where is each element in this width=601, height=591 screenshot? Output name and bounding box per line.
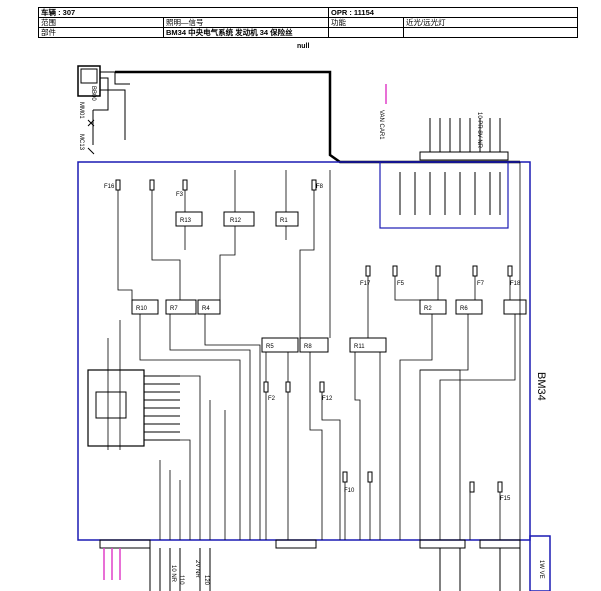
module-label: BM34 — [535, 372, 547, 401]
bus-label: VAN CAR1 — [378, 110, 384, 140]
fuse-f8-label: F8 — [316, 184, 324, 190]
fuse-f3-label: F3 — [176, 192, 184, 198]
header-table: 车辆 : 307 OPR : 11154 范围 照明—信号 功能 近光/远光灯 … — [38, 7, 578, 38]
relay-r2-label: R2 — [424, 306, 432, 312]
fuse-f15-label: F15 — [500, 496, 511, 502]
connector-bb00-label: BB00 — [90, 86, 96, 101]
fuse-f17-label: F17 — [360, 281, 371, 287]
relay-r4-label: R4 — [202, 306, 210, 312]
fuse-f16-label: F16 — [104, 184, 115, 190]
relay-r5-label: R5 — [266, 344, 274, 350]
fuse-f7-label: F7 — [477, 281, 485, 287]
relay-r1-label: R1 — [280, 218, 288, 224]
relay-r7-label: R7 — [170, 306, 178, 312]
relay-r10-label: R10 — [136, 306, 148, 312]
relay-r6-label: R6 — [460, 306, 468, 312]
connector-bb00: BB00 — [77, 65, 101, 101]
fuse-f2-label: F2 — [268, 396, 276, 402]
wire-label: 10 PR 8V NR — [476, 112, 482, 149]
bottom-label-1: 10 NR — [170, 565, 176, 583]
fuse-f12-label: F12 — [322, 396, 333, 402]
ground-mm01-label: MM01 — [78, 102, 84, 119]
relay-r11-label: R11 — [354, 344, 365, 350]
relay-r12-label: R12 — [230, 218, 242, 224]
bottom-label-2: 2V NR — [194, 560, 200, 578]
relay-r8-label: R8 — [304, 344, 312, 350]
bottom-label-4: 110 — [178, 575, 184, 585]
bottom-label-3: 120 — [203, 575, 209, 586]
right-label: 1W VE — [538, 560, 544, 579]
null-note: null — [297, 43, 310, 50]
fuse-f10-label: F10 — [344, 488, 355, 494]
relay-r13-label: R13 — [180, 218, 192, 224]
module-frame — [77, 161, 531, 541]
fuse-f5-label: F5 — [397, 281, 405, 287]
ground-mc13-label: MC13 — [78, 134, 84, 151]
fuse-f18-label: F18 — [510, 281, 521, 287]
